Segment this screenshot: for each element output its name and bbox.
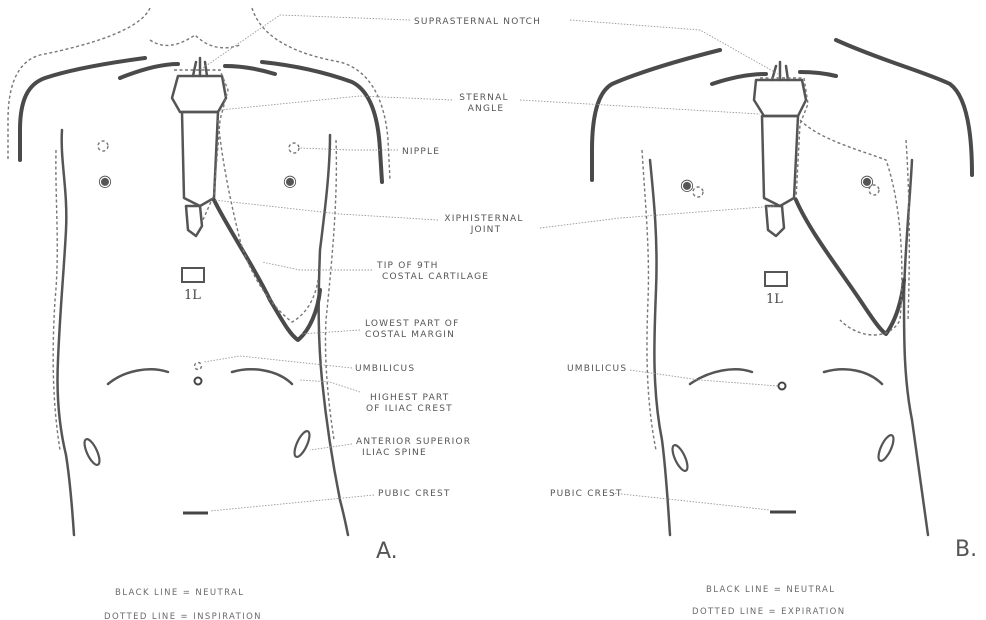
figure-b-right-iliac-crest	[824, 369, 882, 384]
label-pubic-crest: PUBIC CREST	[378, 489, 451, 499]
figure-b-right-side	[904, 160, 928, 535]
figure-b-costal-margin	[796, 200, 904, 334]
leader-9th	[262, 262, 372, 270]
figure-b-right-trap	[800, 72, 836, 76]
figure-b-manubrium	[754, 80, 806, 116]
label-tip-9th-1: TIP OF 9TH	[376, 261, 439, 271]
figure-a-right-nipple: ◉	[283, 171, 297, 190]
label-xiphi-2: JOINT	[470, 225, 502, 235]
figure-a-letter: A.	[376, 539, 398, 564]
figure-a-xiphoid	[186, 206, 202, 236]
label-tip-9th: TIP OF 9TH COSTAL CARTILAGE	[376, 261, 489, 282]
leader-iliac	[300, 380, 360, 392]
figure-b-right-asis	[876, 433, 897, 463]
figure-b: ◉ ◉ 1L	[592, 40, 972, 535]
figure-a-right-shoulder	[262, 62, 382, 182]
figure-a-legend-dotted: DOTTED LINE = INSPIRATION	[104, 612, 262, 620]
figure-a-umbilicus-dotted	[195, 363, 202, 370]
leader-lines	[200, 15, 778, 511]
figure-b-vertebra-label: 1L	[766, 292, 783, 307]
figure-b-costal-margin-dotted	[800, 120, 902, 335]
figure-a-right-side	[319, 135, 348, 535]
figure-a-legend-solid: BLACK LINE = NEUTRAL	[115, 588, 244, 598]
leader-suprasternal-a	[200, 15, 410, 70]
label-nipple: NIPPLE	[402, 147, 440, 157]
label-tip-9th-2: COSTAL CARTILAGE	[382, 272, 489, 282]
label-sternal-angle: STERNAL ANGLE	[459, 93, 513, 114]
figure-b-left-iliac-crest	[690, 369, 752, 384]
figure-b-left-shoulder	[592, 50, 720, 180]
figure-a-sternum-body	[182, 112, 218, 206]
figure-a-vertebra-box	[182, 268, 204, 282]
label-iliac-2: OF ILIAC CREST	[366, 404, 453, 414]
label-asis: ANTERIOR SUPERIOR ILIAC SPINE	[356, 437, 475, 458]
figure-a-umbilicus	[195, 378, 202, 385]
figure-b-sternum-dotted	[760, 78, 808, 200]
figure-b-legend-solid: BLACK LINE = NEUTRAL	[706, 585, 835, 595]
figure-b-left-asis	[670, 443, 691, 473]
figure-a-right-iliac-crest	[232, 369, 292, 384]
figure-b-umbilicus	[779, 383, 786, 390]
figure-b-left-side	[650, 160, 670, 535]
figure-b-xiphoid	[766, 206, 784, 236]
figure-a-neck-dotted	[150, 35, 240, 48]
leader-pubic-a	[210, 495, 374, 511]
label-asis-2: ILIAC SPINE	[362, 448, 427, 458]
label-highest-iliac: HIGHEST PART OF ILIAC CREST	[366, 393, 454, 414]
figure-a-right-asis	[292, 429, 313, 459]
figure-b-right-shoulder	[836, 40, 972, 175]
leader-lowest	[300, 330, 360, 334]
figure-a-left-side	[57, 130, 74, 535]
figure-a-left-trap	[120, 64, 178, 78]
figure-a-left-shoulder	[20, 58, 145, 160]
figure-b-left-nipple-dotted	[693, 187, 703, 197]
label-xiphisternal-joint: XIPHISTERNAL JOINT	[444, 214, 527, 235]
leader-pubic-b	[612, 493, 770, 510]
leader-nipple	[300, 148, 398, 150]
label-asis-1: ANTERIOR SUPERIOR	[356, 437, 471, 447]
figure-a-left-asis	[82, 437, 103, 467]
label-umbilicus-b: UMBILICUS	[567, 364, 627, 374]
figure-a-vertebra-label: 1L	[184, 288, 201, 303]
figure-a-left-nipple-dotted	[98, 141, 108, 151]
figure-b-letter: B.	[955, 537, 977, 562]
figure-a-notch-lines	[193, 58, 207, 76]
figure-a-shoulder-dotted-left	[8, 8, 150, 160]
figure-a-shoulder-dotted-right	[252, 8, 390, 180]
figure-a-left-iliac-crest	[108, 369, 168, 384]
figure-b-notch-lines	[772, 62, 788, 80]
label-lowest-2: COSTAL MARGIN	[365, 330, 455, 340]
figure-b-vertebra-box	[765, 272, 787, 286]
label-umbilicus: UMBILICUS	[355, 364, 415, 374]
leader-sternal-angle-a	[220, 96, 452, 110]
leader-umbilicus-a	[204, 356, 352, 368]
figure-a-manubrium	[172, 76, 226, 112]
figure-a-right-trap	[225, 66, 275, 74]
figure-b-right-nipple: ◉	[860, 171, 874, 190]
label-sternal-angle-2: ANGLE	[468, 104, 505, 114]
figure-b-right-nipple-dotted	[869, 185, 879, 195]
leader-umbilicus-b	[630, 370, 778, 386]
leader-xiphi-b	[540, 206, 776, 228]
label-lowest-costal: LOWEST PART OF COSTAL MARGIN	[365, 319, 464, 340]
leader-sternal-angle-b	[520, 100, 760, 114]
labels: SUPRASTERNAL NOTCH STERNAL ANGLE NIPPLE …	[355, 17, 627, 499]
label-xiphi-1: XIPHISTERNAL	[444, 214, 523, 224]
figure-b-left-nipple: ◉	[680, 175, 694, 194]
label-suprasternal-notch: SUPRASTERNAL NOTCH	[414, 17, 541, 27]
label-pubic-crest-b: PUBIC CREST	[550, 489, 623, 499]
figure-b-sternum-body	[762, 116, 798, 206]
figure-b-legend-dotted: DOTTED LINE = EXPIRATION	[692, 607, 845, 617]
label-iliac-1: HIGHEST PART	[370, 393, 449, 403]
figure-a-costal-margin	[214, 200, 320, 340]
leader-suprasternal-b	[570, 20, 778, 74]
label-sternal-angle-1: STERNAL	[459, 93, 508, 103]
label-lowest-1: LOWEST PART OF	[365, 319, 459, 329]
figure-a-right-nipple-dotted	[289, 143, 299, 153]
figure-a: ◉ ◉ 1L	[8, 8, 390, 535]
figure-a-left-nipple: ◉	[98, 171, 112, 190]
